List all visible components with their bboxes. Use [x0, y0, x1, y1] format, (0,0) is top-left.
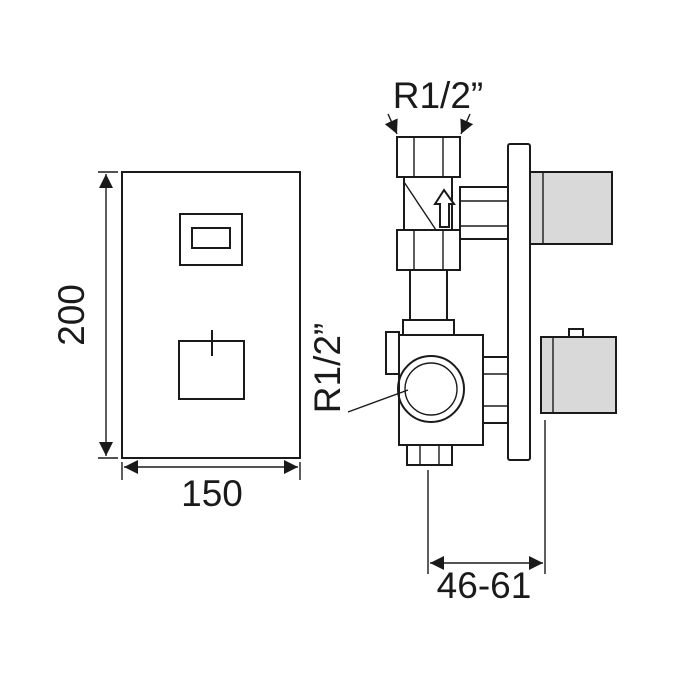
bottom-port [406, 444, 453, 466]
side-thread-callout: R1/2” [307, 323, 409, 413]
wall-plate [507, 143, 531, 461]
depth-dimension-label: 46-61 [437, 565, 532, 606]
body-collar [402, 319, 455, 336]
depth-dimension: 46-61 [427, 420, 546, 606]
top-thread-label: R1/2” [393, 75, 483, 116]
front-upper-control [179, 213, 243, 266]
front-view [121, 171, 301, 459]
lower-hex-nut [396, 229, 461, 271]
left-port-stub [385, 331, 400, 375]
front-upper-control-window [191, 227, 231, 249]
riser-pipe [409, 269, 448, 321]
top-hex-nut [396, 136, 461, 178]
width-dimension-label: 150 [181, 473, 243, 514]
check-valve-line [403, 181, 437, 231]
cartridge-outer-circle [397, 355, 465, 423]
thread-leader-left [384, 113, 398, 135]
top-thread-callout: R1/2” [384, 75, 483, 135]
lower-spindle [482, 356, 509, 424]
valve-body [398, 334, 484, 446]
height-dimension-label: 200 [51, 284, 92, 346]
front-plate-outline [121, 171, 301, 459]
lower-handle [540, 336, 617, 414]
height-dimension: 200 [51, 171, 118, 459]
flow-direction-arrow-icon [433, 188, 456, 228]
side-thread-leader [347, 389, 409, 413]
side-view [385, 136, 617, 466]
lower-handle-index-tab [568, 328, 584, 338]
side-thread-label: R1/2” [307, 323, 348, 413]
thread-leader-right [460, 113, 474, 135]
width-dimension: 150 [121, 460, 301, 514]
upper-spindle [459, 186, 509, 240]
cartridge-inner-circle [404, 362, 458, 416]
